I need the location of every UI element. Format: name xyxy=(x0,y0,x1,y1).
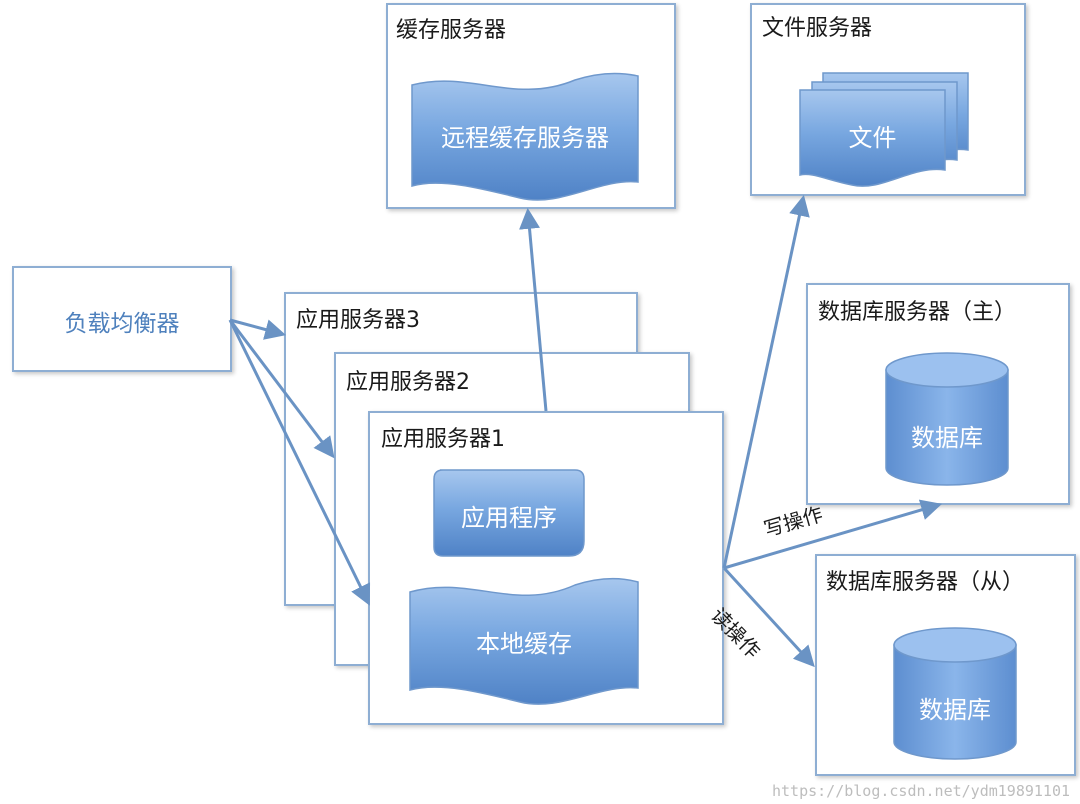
watermark: https://blog.csdn.net/ydm19891101 xyxy=(771,782,1070,800)
arrow-read xyxy=(722,566,815,668)
cache-server-title: 缓存服务器 xyxy=(396,18,507,43)
app-program-shape xyxy=(433,469,585,557)
file-label: 文件 xyxy=(848,124,897,152)
app-server-3-title: 应用服务器3 xyxy=(296,308,420,333)
arrow-app-to-file xyxy=(722,194,810,569)
app-server-1-title: 应用服务器1 xyxy=(381,427,505,452)
file-shape-front xyxy=(799,89,946,187)
app-server-2-title: 应用服务器2 xyxy=(346,370,470,395)
db-master-label: 数据库 xyxy=(911,424,983,452)
db-master-title: 数据库服务器（主） xyxy=(818,300,1017,325)
arrow-lb-to-app2 xyxy=(228,319,335,459)
db-slave-label: 数据库 xyxy=(919,696,991,724)
db-master-cylinder xyxy=(885,352,1009,486)
local-cache-label: 本地缓存 xyxy=(476,630,572,658)
load-balancer-label: 负载均衡器 xyxy=(64,311,180,337)
remote-cache-shape xyxy=(411,72,639,201)
arrow-lb-to-app3 xyxy=(229,318,287,340)
db-slave-cylinder xyxy=(893,627,1017,760)
arrow-app-to-cache xyxy=(519,207,548,412)
arrow-write xyxy=(723,499,943,570)
remote-cache-label: 远程缓存服务器 xyxy=(441,124,609,152)
file-server-title: 文件服务器 xyxy=(762,16,873,41)
local-cache-shape xyxy=(409,577,639,705)
arrow-lb-to-app1 xyxy=(228,319,371,606)
app-program-label: 应用程序 xyxy=(461,504,557,532)
db-slave-title: 数据库服务器（从） xyxy=(826,570,1025,595)
